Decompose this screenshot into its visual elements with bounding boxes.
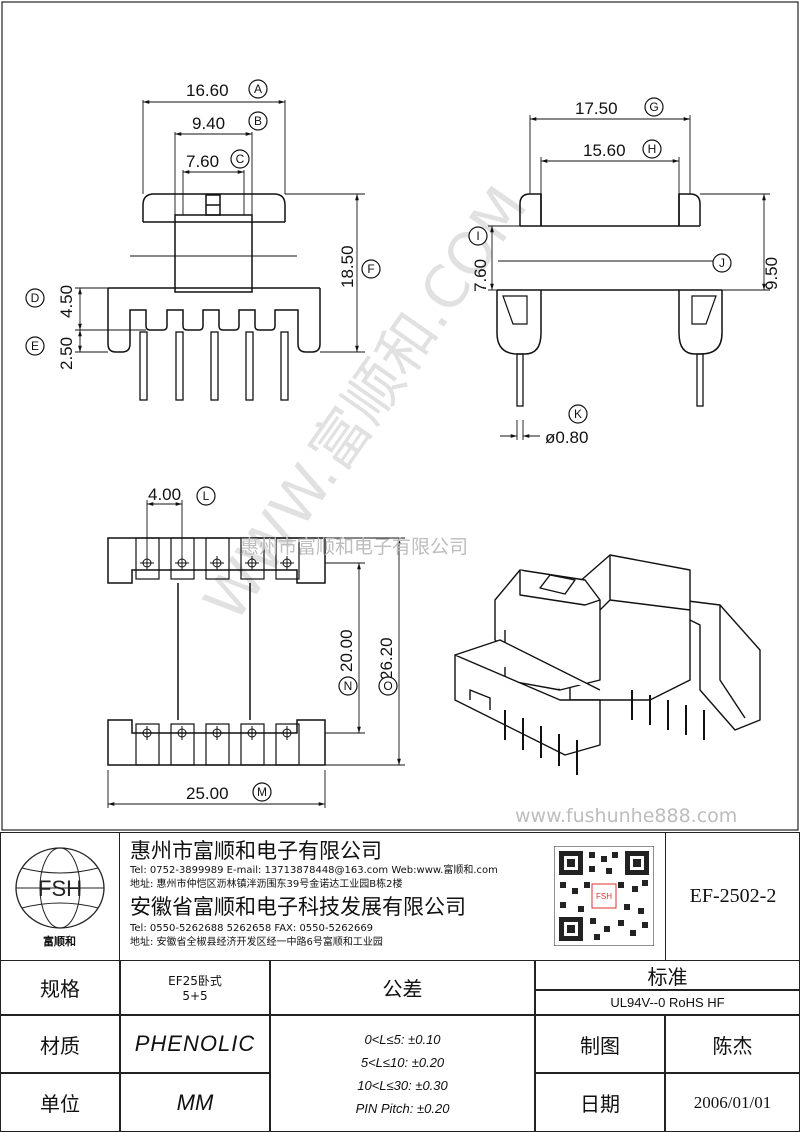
spec-value: EF25卧式 5+5 — [120, 960, 270, 1015]
part-number: EF-2502-2 — [665, 832, 800, 960]
watermark-big: WWW.富顺和.COM — [191, 174, 541, 633]
callout-circle-n — [338, 676, 358, 696]
callout-label-j: J — [719, 256, 725, 270]
material-label: 材质 — [0, 1015, 120, 1073]
callout-label-g: G — [649, 100, 658, 114]
date-label: 日期 — [535, 1073, 665, 1132]
watermark-company: 惠州市富顺和电子有限公司 — [240, 536, 468, 558]
spec-label: 规格 — [0, 960, 120, 1015]
tolerance-values: 0<L≤5: ±0.10 5<L≤10: ±0.20 10<L≤30: ±0.3… — [270, 1015, 535, 1132]
logo-caption: 富顺和 — [43, 935, 76, 948]
dim-f-value: 18.50 — [338, 245, 357, 288]
logo-text: FSH — [38, 876, 82, 901]
callout-label-o: O — [383, 679, 392, 693]
company1-contact: Tel: 0752-3899989 E-mail: 13713878448@16… — [130, 865, 498, 876]
callout-label-c: C — [236, 152, 245, 166]
material-value: PHENOLIC — [120, 1015, 270, 1073]
tolerance-row-1: 0<L≤5: ±0.10 — [364, 1031, 441, 1047]
callout-circle-l — [196, 486, 216, 506]
callout-label-i: I — [476, 229, 479, 243]
callout-label-f: F — [367, 262, 374, 276]
tolerance-label: 公差 — [270, 960, 535, 1015]
company2-name: 安徽省富顺和电子科技发展有限公司 — [130, 895, 466, 919]
dim-h-value: 15.60 — [583, 141, 626, 160]
standard-label: 标准 — [535, 960, 800, 990]
company1-address: 地址: 惠州市仲恺区沥林镇泮沥围东39号金诺达工业园B栋2楼 — [130, 879, 403, 890]
callout-label-a: A — [254, 82, 262, 96]
dim-l-value: 4.00 — [148, 485, 181, 504]
company-info: 惠州市富顺和电子有限公司 Tel: 0752-3899989 E-mail: 1… — [130, 838, 540, 950]
tolerance-row-2: 5<L≤10: ±0.20 — [360, 1054, 445, 1070]
company2-address: 地址: 安徽省全椒县经济开发区经一中路6号富顺和工业园 — [130, 937, 383, 948]
callout-circle-d — [25, 288, 45, 308]
dim-m-value: 25.00 — [186, 784, 229, 803]
callout-circle-c — [230, 149, 250, 169]
callout-circle-m — [252, 782, 272, 802]
callout-circle-h — [642, 139, 662, 159]
date-value: 2006/01/01 — [665, 1073, 800, 1132]
dim-o-value: 26.20 — [377, 637, 396, 680]
unit-value: MM — [120, 1073, 270, 1132]
drawn-value: 陈杰 — [665, 1015, 800, 1073]
callout-label-b: B — [254, 114, 262, 128]
callout-circle-o — [378, 676, 398, 696]
isometric-view — [454, 554, 761, 775]
dim-a-value: 16.60 — [186, 81, 229, 100]
callout-label-m: M — [257, 785, 267, 799]
standard-value: UL94V--0 RoHS HF — [535, 990, 800, 1015]
spec-value-line2: 5+5 — [182, 989, 208, 1003]
qr-logo-text: FSH — [596, 892, 612, 901]
callout-label-e: E — [31, 339, 39, 353]
dim-n-value: 20.00 — [337, 629, 356, 672]
dim-j-value: 9.50 — [762, 257, 781, 290]
dim-c-value: 7.60 — [186, 152, 219, 171]
front-view — [107, 193, 321, 401]
callout-label-d: D — [31, 291, 40, 305]
dim-k-value: ø0.80 — [545, 428, 588, 447]
company1-name: 惠州市富顺和电子有限公司 — [130, 839, 382, 863]
callout-label-n: N — [344, 679, 353, 693]
callout-circle-e — [25, 336, 45, 356]
company2-contact: Tel: 0550-5262688 5262658 FAX: 0550-5262… — [130, 923, 374, 934]
tolerance-row-3: 10<L≤30: ±0.30 — [357, 1077, 448, 1093]
globe-logo-icon: FSH — [14, 847, 105, 929]
drawn-label: 制图 — [535, 1015, 665, 1073]
qr-code-icon: FSH — [550, 842, 658, 950]
logo: FSH 富顺和 — [0, 832, 120, 960]
dim-g-value: 17.50 — [575, 99, 618, 118]
callout-circle-f — [361, 259, 381, 279]
technical-drawing: WWW.富顺和.COM — [1, 1, 799, 831]
unit-label: 单位 — [0, 1073, 120, 1132]
dim-e-value: 2.50 — [57, 337, 76, 370]
front-dimensions — [75, 100, 365, 353]
callout-circle-k — [568, 404, 588, 424]
dim-i-value: 7.60 — [471, 259, 490, 292]
callout-circle-i — [468, 226, 488, 246]
callout-label-k: K — [574, 407, 582, 421]
title-block: FSH 富顺和 惠州市富顺和电子有限公司 Tel: 0752-3899989 E… — [0, 832, 800, 1132]
side-dimensions — [488, 115, 770, 440]
spec-value-line1: EF25卧式 — [168, 974, 222, 988]
callout-circle-b — [248, 111, 268, 131]
bottom-dimensions — [107, 500, 405, 808]
callout-label-l: L — [203, 489, 210, 503]
watermark-url: www.fushunhe888.com — [515, 805, 737, 827]
tolerance-row-4: PIN Pitch: ±0.20 — [355, 1100, 450, 1116]
callout-circle-a — [248, 79, 268, 99]
dimension-callouts: A B C D E F G H I J K L M N O — [25, 79, 732, 802]
bottom-view — [107, 537, 326, 766]
dim-b-value: 9.40 — [192, 114, 225, 133]
dim-d-value: 4.50 — [57, 285, 76, 318]
callout-circle-g — [644, 97, 664, 117]
callout-label-h: H — [648, 142, 657, 156]
callout-circle-j — [712, 253, 732, 273]
side-view — [496, 193, 723, 407]
